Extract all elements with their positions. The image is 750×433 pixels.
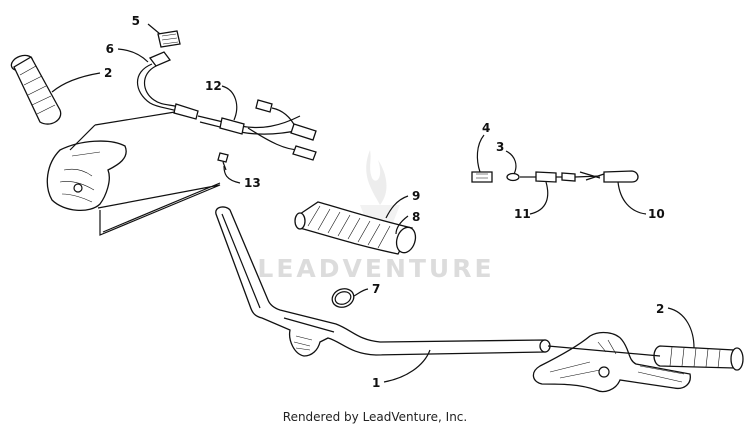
callout-9: 9: [412, 189, 420, 203]
callout-7: 7: [372, 282, 380, 296]
callout-1: 1: [372, 376, 380, 390]
callout-leaders: [51, 23, 695, 383]
right-throttle-housing: [532, 331, 691, 393]
part-6-switch-wire: [136, 51, 199, 120]
part-1-handlebar: [215, 206, 551, 357]
assembly-leader-left: [69, 111, 221, 236]
callout-6: 6: [106, 42, 114, 56]
part-13-screw: [217, 152, 229, 171]
callout-10: 10: [648, 207, 665, 221]
part-8-9-grip-sleeve: [294, 201, 417, 255]
callout-3: 3: [496, 140, 504, 154]
part-12-harness: [197, 99, 317, 161]
assembly-leader-right: [547, 345, 661, 357]
callout-2-right: 2: [656, 302, 664, 316]
part-7-clip-ring: [331, 288, 355, 308]
parts-right-wiring: [471, 170, 639, 183]
part-2-right-grip: [653, 345, 744, 371]
callout-8: 8: [412, 210, 420, 224]
callout-13: 13: [244, 176, 261, 190]
footer-credit: Rendered by LeadVenture, Inc.: [282, 410, 468, 424]
left-throttle-housing: [46, 140, 127, 211]
callout-11: 11: [514, 207, 531, 221]
watermark-text: LEADVENTURE: [257, 254, 495, 283]
callout-2-left: 2: [104, 66, 112, 80]
callout-12: 12: [205, 79, 222, 93]
callout-5: 5: [132, 14, 140, 28]
watermark-logo: [360, 150, 400, 225]
part-2-left-grip: [10, 54, 62, 125]
part-5-switch-block: [157, 30, 181, 48]
callout-4: 4: [482, 121, 490, 135]
